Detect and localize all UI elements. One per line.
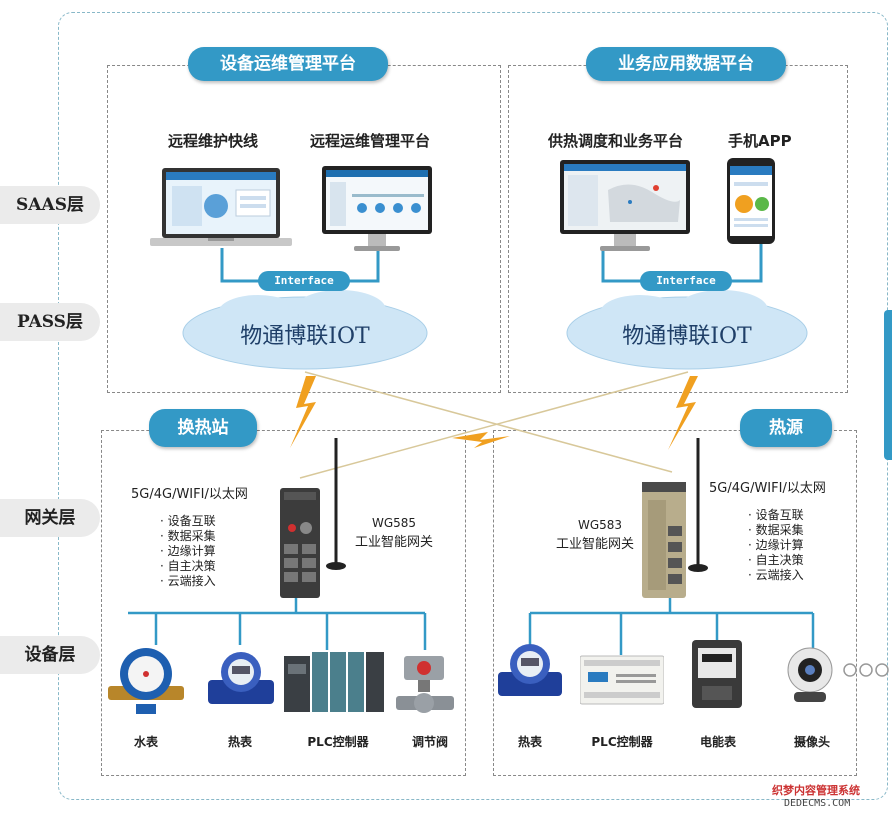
feature-item: 自主决策 [160,559,216,574]
right-platform-title: 业务应用数据平台 [586,47,786,81]
right-site-title: 热源 [740,409,832,447]
feature-item: 云端接入 [160,574,216,589]
remote-ops-heading: 远程运维管理平台 [310,132,431,150]
monitor-icon [322,166,432,251]
watermark-url: DEDECMS.COM [784,798,851,809]
right-network-label: 5G/4G/WIFI/以太网 [709,481,826,496]
feature-item: 设备互联 [160,514,216,529]
phone-icon [727,158,775,244]
gateway-wg585-icon [280,438,346,598]
feature-item: 边缘计算 [748,538,804,553]
camera-icon [787,647,833,702]
right-feature-list: 设备互联 数据采集 边缘计算 自主决策 云端接入 [748,508,804,583]
feature-item: 边缘计算 [160,544,216,559]
feature-item: 数据采集 [160,529,216,544]
heat-meter-icon [498,644,562,696]
left-cloud-icon [182,290,428,370]
device-label: 水表 [133,735,158,749]
right-site-panel [493,430,857,776]
device-label: 摄像头 [793,735,830,749]
layer-pass: PASS层 [0,303,100,341]
left-interface-pill: Interface [258,271,350,291]
plc-controller-icon [580,655,664,705]
gateway-wg583-icon [642,438,708,598]
heating-platform-heading: 供热调度和业务平台 [548,132,684,150]
dispatch-monitor-icon [560,160,690,251]
device-label: 热表 [227,735,252,749]
right-edge-tab [884,310,892,460]
device-label: PLC控制器 [591,735,653,749]
left-feature-list: 设备互联 数据采集 边缘计算 自主决策 云端接入 [160,514,216,589]
left-gateway-name: 工业智能网关 [355,535,434,550]
right-gateway-name: 工业智能网关 [556,537,635,552]
feature-item: 云端接入 [748,568,804,583]
layer-gateway: 网关层 [0,499,100,537]
feature-item: 数据采集 [748,523,804,538]
left-cloud-label: 物通博联IOT [240,324,370,349]
device-label: PLC控制器 [307,735,369,749]
right-gateway-model: WG583 [578,518,623,532]
electric-meter-icon [692,640,742,708]
heat-meter-icon [208,652,274,704]
control-valve-icon [396,656,454,713]
plc-controller-icon [284,652,384,712]
right-interface-pill: Interface [640,271,732,291]
water-meter-icon [108,648,184,714]
left-network-label: 5G/4G/WIFI/以太网 [131,487,248,502]
feature-item: 设备互联 [748,508,804,523]
device-label: 调节阀 [411,735,448,749]
left-platform-title: 设备运维管理平台 [188,47,388,81]
remote-maintenance-heading: 远程维护快线 [168,132,259,150]
right-cloud-label: 物通博联IOT [622,324,752,349]
left-site-panel [101,430,466,776]
right-cloud-icon [566,290,808,370]
left-gateway-model: WG585 [372,516,417,530]
device-label: 热表 [517,735,542,749]
device-label: 电能表 [699,735,736,749]
feature-item: 自主决策 [748,553,804,568]
laptop-icon [150,168,292,246]
left-site-title: 换热站 [149,409,257,447]
layer-device: 设备层 [0,636,100,674]
watermark-title: 织梦内容管理系统 [772,784,860,797]
more-devices-icon [843,663,889,677]
mobile-app-heading: 手机APP [728,132,792,150]
layer-saas: SAAS层 [0,186,100,224]
